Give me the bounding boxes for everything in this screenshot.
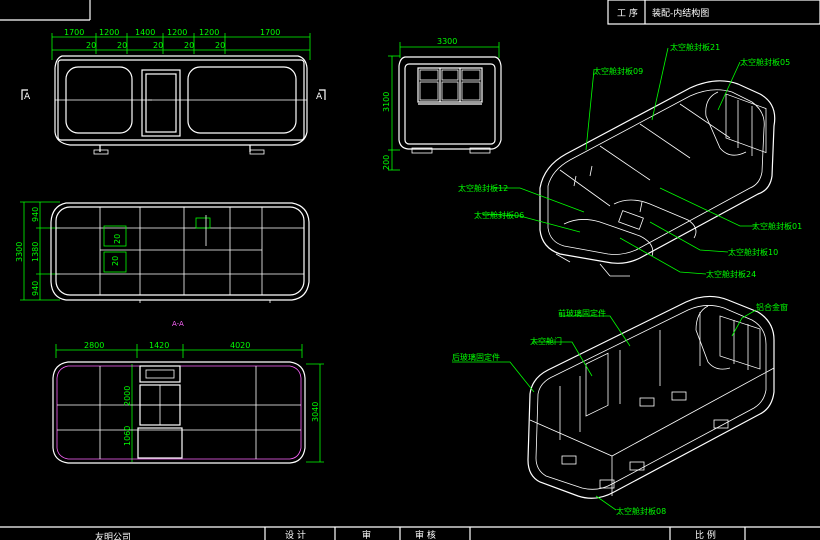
front-dim-1: 1200	[99, 28, 119, 37]
review-label: 审	[362, 529, 371, 540]
section-mark-left: A	[24, 92, 31, 102]
company-name: 友明公司	[95, 531, 131, 540]
front-dim-4: 1200	[199, 28, 219, 37]
top-view	[20, 201, 310, 303]
side-height: 3100	[382, 92, 391, 112]
label-lower-rear-glass: 后玻璃固定件	[452, 352, 500, 362]
drawing-name: 装配-内结构图	[652, 7, 709, 19]
section-depth: 3040	[311, 402, 320, 422]
iso-upper-view	[539, 80, 776, 277]
section-door-0: 2000	[123, 386, 132, 406]
front-gap-1: 20	[117, 41, 127, 50]
iso-lower-view	[527, 295, 775, 499]
label-upper-24: 太空舱封板24	[706, 269, 756, 279]
section-w-2: 4020	[230, 341, 250, 350]
label-upper-01: 太空舱封板01	[752, 221, 802, 231]
label-lower-door: 太空舱门	[530, 336, 562, 346]
section-w-0: 2800	[84, 341, 104, 350]
top-inner-1: 20	[111, 256, 120, 266]
front-gap-3: 20	[184, 41, 194, 50]
label-lower-08: 太空舱封板08	[616, 506, 666, 516]
front-dim-2: 1400	[135, 28, 155, 37]
top-total: 3300	[15, 242, 24, 262]
section-door-1: 1060	[123, 426, 132, 446]
label-lower-window: 铝合金窗	[756, 302, 788, 312]
label-upper-05: 太空舱封板05	[740, 57, 790, 67]
label-lower-front-glass: 前玻璃固定件	[558, 308, 606, 318]
section-mark-right: A	[316, 92, 323, 102]
title-block-bottom	[0, 526, 820, 540]
top-h-1: 1380	[31, 242, 40, 262]
top-h-2: 940	[31, 281, 40, 296]
front-view	[21, 33, 326, 155]
front-dim-3: 1200	[167, 28, 187, 37]
label-upper-12: 太空舱封板12	[458, 183, 508, 193]
side-width: 3300	[437, 37, 457, 46]
side-base: 200	[382, 155, 391, 170]
top-inner-0: 20	[113, 234, 122, 244]
label-upper-10: 太空舱封板10	[728, 247, 778, 257]
label-upper-09: 太空舱封板09	[593, 66, 643, 76]
iso-upper-leaders	[481, 47, 756, 275]
label-upper-06: 太空舱封板06	[474, 210, 524, 220]
section-view	[52, 344, 324, 464]
label-upper-21: 太空舱封板21	[670, 42, 720, 52]
front-gap-2: 20	[153, 41, 163, 50]
front-dim-5: 1700	[260, 28, 280, 37]
front-gap-4: 20	[215, 41, 225, 50]
section-w-1: 1420	[149, 341, 169, 350]
front-gap-0: 20	[86, 41, 96, 50]
scale-label: 比 例	[695, 529, 716, 540]
process-label: 工 序	[617, 7, 638, 19]
front-dim-0: 1700	[64, 28, 84, 37]
top-h-0: 940	[31, 207, 40, 222]
check-label: 审 核	[415, 529, 436, 540]
section-label: A-A	[172, 320, 184, 328]
title-block-top	[0, 0, 820, 25]
side-view	[388, 42, 502, 171]
iso-lower-leaders	[452, 309, 757, 511]
design-label: 设 计	[285, 529, 306, 540]
